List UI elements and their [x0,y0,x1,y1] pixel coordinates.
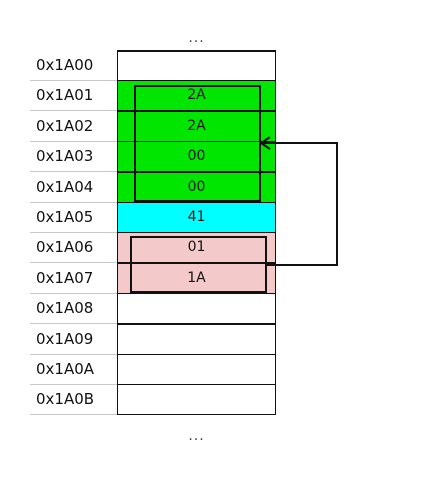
memory-cell: 00 [117,141,276,173]
address-text: 0x1A0A [36,360,95,378]
address-text: 0x1A06 [36,238,94,257]
memory-cell: 00 [117,171,276,203]
address-label: 0x1A02 [30,111,117,142]
memory-cell: 2A [117,110,276,142]
memory-row: 0x1A03 00 [30,141,276,173]
address-text: 0x1A0B [36,390,95,409]
address-label: 0x1A04 [30,172,117,203]
memory-cell: 01 [117,232,276,264]
ellipsis-top: ... [188,30,205,46]
address-label: 0x1A01 [30,80,117,112]
address-label: 0x1A0B [30,384,117,416]
address-label: 0x1A07 [30,263,117,294]
address-text: 0x1A08 [36,299,94,318]
memory-row: 0x1A0B [30,384,276,416]
address-text: 0x1A03 [36,147,94,166]
address-text: 0x1A04 [36,177,94,196]
memory-cell: 2A [117,80,276,112]
memory-row: 0x1A08 [30,293,276,325]
memory-row: 0x1A09 [30,323,276,355]
address-text: 0x1A01 [36,86,94,105]
memory-row: 0x1A07 1A [30,262,276,294]
address-label: 0x1A03 [30,141,117,173]
memory-row: 0x1A0A [30,354,276,385]
address-text: 0x1A02 [36,116,94,135]
address-text: 0x1A05 [36,208,94,226]
memory-row: 0x1A02 2A [30,110,276,142]
memory-row: 0x1A00 [30,50,276,81]
memory-cell: 1A [117,262,276,294]
address-label: 0x1A0A [30,354,117,385]
memory-cell [117,323,276,355]
memory-cell [117,384,276,416]
memory-row: 0x1A01 2A [30,80,276,112]
memory-cell: 41 [117,202,276,233]
address-label: 0x1A05 [30,202,117,233]
address-text: 0x1A09 [36,329,94,348]
address-label: 0x1A08 [30,293,117,325]
memory-row: 0x1A04 00 [30,171,276,203]
address-label: 0x1A00 [30,50,117,81]
address-label: 0x1A06 [30,232,117,264]
address-text: 0x1A00 [36,56,94,74]
memory-cell [117,50,276,81]
memory-row: 0x1A05 41 [30,202,276,233]
ellipsis-bottom: ... [188,428,205,444]
address-text: 0x1A07 [36,268,94,287]
memory-cell [117,354,276,385]
address-label: 0x1A09 [30,324,117,355]
memory-cell [117,293,276,325]
memory-row: 0x1A06 01 [30,232,276,264]
